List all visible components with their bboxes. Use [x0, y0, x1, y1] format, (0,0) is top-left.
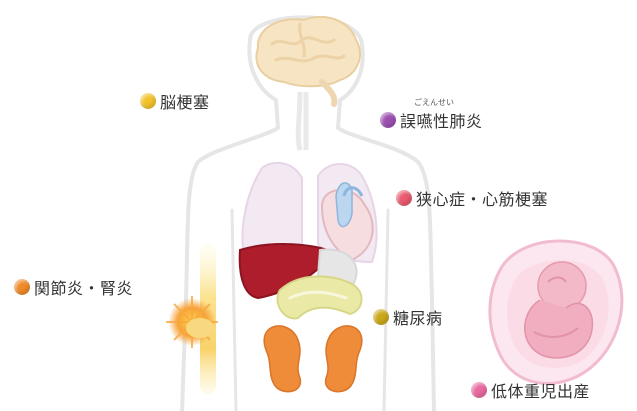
label-pneumonia-text: 誤嚥性肺炎	[400, 112, 483, 131]
arm-bone-illustration	[166, 244, 218, 394]
yellow-dot-icon	[140, 93, 156, 109]
label-diabetes-text: 糖尿病	[393, 305, 443, 329]
purple-dot-icon	[380, 112, 396, 128]
furigana-reading: ごえんせい	[414, 97, 454, 108]
label-diabetes: 糖尿病	[373, 305, 443, 329]
orange-dot-icon	[14, 279, 30, 295]
fetus-illustration	[490, 241, 622, 384]
label-stroke: 脳梗塞	[140, 89, 210, 113]
airway-illustration	[298, 92, 306, 150]
label-heart-text: 狭心症・心筋梗塞	[416, 186, 548, 210]
label-heart: 狭心症・心筋梗塞	[396, 186, 548, 210]
label-joint: 関節炎・腎炎	[14, 275, 133, 299]
label-pneumonia-wrap: ごえんせい 誤嚥性肺炎	[400, 108, 483, 132]
label-pneumonia: ごえんせい 誤嚥性肺炎	[380, 108, 483, 132]
brain-illustration	[256, 17, 360, 104]
pancreas-illustration	[277, 276, 361, 318]
label-joint-text: 関節炎・腎炎	[34, 275, 133, 299]
label-birth: 低体重児出産	[471, 378, 590, 402]
label-birth-text: 低体重児出産	[491, 378, 590, 402]
red-dot-icon	[396, 190, 412, 206]
pink-dot-icon	[471, 382, 487, 398]
kidneys-illustration	[264, 326, 362, 392]
label-stroke-text: 脳梗塞	[160, 89, 210, 113]
olive-dot-icon	[373, 309, 389, 325]
